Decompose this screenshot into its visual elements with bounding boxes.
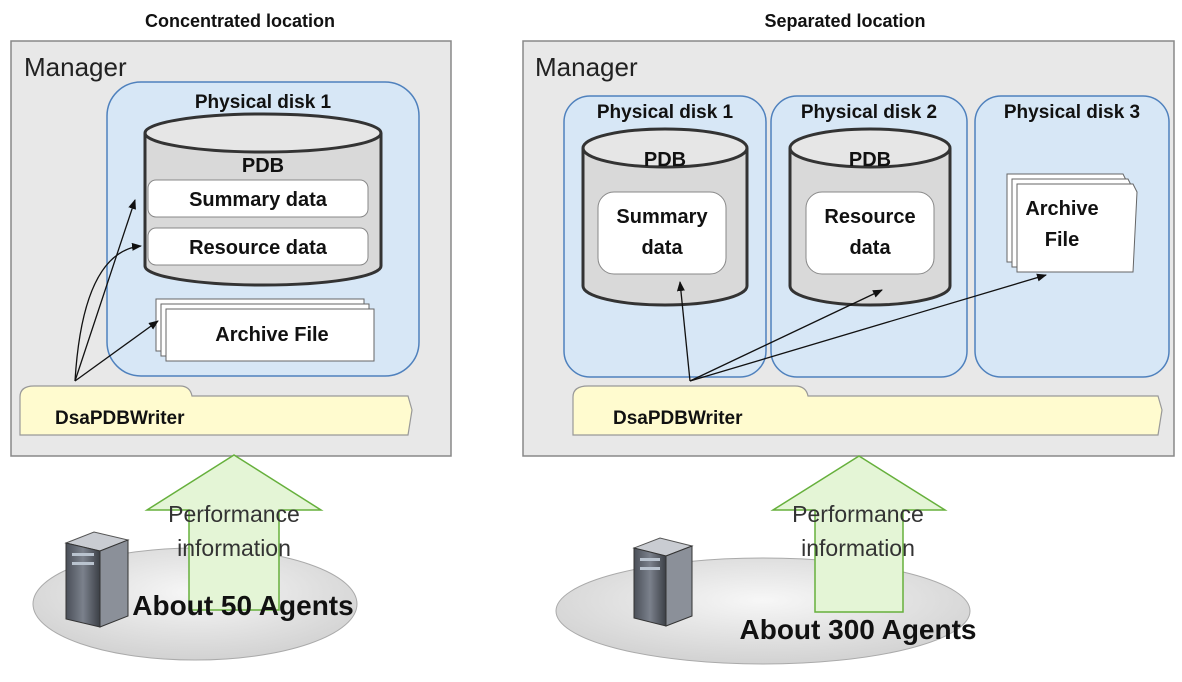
left-perf-line1: Performance — [168, 501, 300, 527]
left-manager-label: Manager — [24, 52, 127, 82]
right-disk-2-pdb-cylinder: PDB Resource data — [788, 127, 952, 307]
left-arrow-to-archive — [74, 320, 159, 382]
left-agents-label: About 50 Agents — [132, 590, 353, 621]
left-resource-label: Resource data — [189, 237, 328, 259]
left-summary-box — [147, 179, 369, 218]
left-resource-box — [147, 227, 369, 266]
right-disk-3-title: Physical disk 3 — [1004, 102, 1140, 123]
right-summary-line1: Summary — [616, 206, 708, 228]
left-archive-label: Archive File — [215, 324, 328, 346]
right-perf-line1: Performance — [792, 501, 924, 527]
right-agents-label: About 300 Agents — [740, 614, 977, 645]
right-resource-box — [805, 191, 935, 275]
right-agents-oval — [555, 557, 971, 665]
left-pdb-cylinder: PDB Summary data Resource data — [143, 112, 383, 287]
left-summary-label: Summary data — [189, 189, 328, 211]
right-scenario: Separated location Manager Physical disk… — [522, 11, 1175, 665]
left-arrow-to-resource — [74, 242, 142, 382]
right-up-arrow — [770, 455, 948, 613]
right-arrow-to-summary — [676, 281, 691, 382]
right-disk-2-pdb-label: PDB — [849, 149, 891, 171]
right-resource-line2: data — [849, 237, 891, 259]
left-scenario: Concentrated location Manager Physical d… — [10, 11, 452, 661]
right-archive-file: Archive File — [1006, 173, 1138, 273]
left-arrow-to-summary — [74, 199, 136, 382]
right-disk-1-pdb-label: PDB — [644, 149, 686, 171]
right-summary-box — [597, 191, 727, 275]
right-manager-label: Manager — [535, 52, 638, 82]
right-archive-line2: File — [1045, 229, 1079, 251]
right-disk-2-title: Physical disk 2 — [801, 102, 937, 123]
right-disk-1-pdb-cylinder: PDB Summary data — [581, 127, 749, 307]
right-disk-1-title: Physical disk 1 — [597, 102, 734, 123]
left-title: Concentrated location — [145, 11, 335, 31]
left-archive-file: Archive File — [155, 298, 375, 362]
left-perf-line2: information — [177, 535, 291, 561]
right-resource-line1: Resource — [824, 206, 915, 228]
right-server-icon — [632, 537, 694, 627]
right-arrow-to-archive — [689, 273, 1047, 382]
left-up-arrow — [144, 454, 324, 611]
left-server-icon — [64, 531, 130, 628]
right-summary-line2: data — [641, 237, 683, 259]
left-writer-label: DsaPDBWriter — [55, 408, 185, 429]
right-title: Separated location — [764, 11, 925, 31]
left-pdb-label: PDB — [242, 155, 284, 177]
right-arrow-to-resource — [689, 289, 883, 382]
right-writer-label: DsaPDBWriter — [613, 408, 743, 429]
right-perf-line2: information — [801, 535, 915, 561]
left-writer-box — [19, 385, 413, 436]
left-disk-title: Physical disk 1 — [195, 92, 332, 113]
right-archive-line1: Archive — [1025, 198, 1098, 220]
right-writer-box — [572, 385, 1163, 436]
